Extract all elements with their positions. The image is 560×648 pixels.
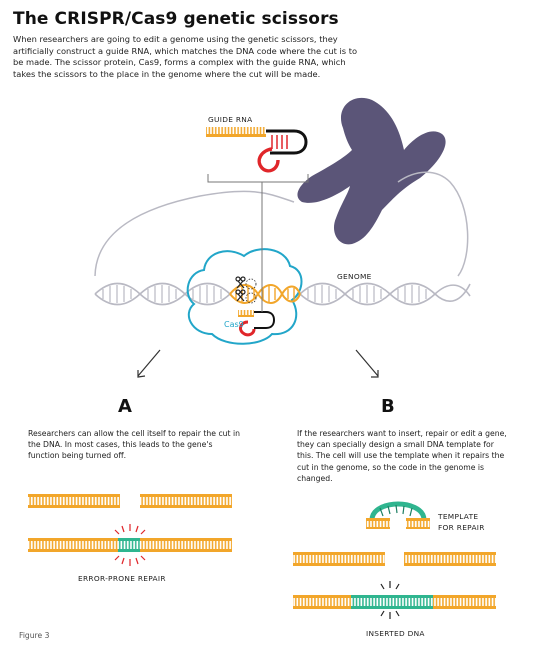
cas9-protein-outline [186, 248, 303, 345]
section-b-text: If the researchers want to insert, repai… [297, 429, 507, 483]
arrow-to-b-icon [355, 349, 379, 378]
scissors-icon [235, 289, 246, 302]
repaired-dna-a [28, 538, 232, 552]
insert-spark-icon [380, 581, 400, 619]
cut-dna-b [293, 552, 496, 566]
figure-caption: Figure 3 [19, 631, 50, 640]
section-a-text: Researchers can allow the cell itself to… [28, 429, 241, 461]
template-label-line2: FOR REPAIR [438, 523, 485, 532]
genome-label: GENOME [337, 272, 372, 281]
cas9-label: Cas9 [224, 320, 244, 329]
scissors-icon [235, 276, 246, 289]
guide-rna-in-cas9 [238, 310, 276, 337]
section-a-heading: A [118, 396, 132, 417]
cut-site-marker [245, 292, 257, 304]
guide-rna-diagram [206, 127, 308, 173]
inserted-dna-label: INSERTED DNA [366, 629, 425, 638]
cut-site-marker [245, 278, 257, 290]
target-dna-helix [229, 284, 301, 304]
genome-loop [94, 171, 469, 277]
edited-dna-b [293, 595, 496, 609]
template-label-line1: TEMPLATE [438, 512, 479, 521]
guide-rna-label: GUIDE RNA [208, 115, 253, 124]
guide-rna-bracket [207, 174, 309, 312]
genome-helix [94, 282, 471, 306]
error-prone-repair-label: ERROR-PRONE REPAIR [78, 574, 166, 583]
chromosome [297, 97, 446, 245]
repair-spark-icon [114, 524, 146, 566]
arrow-to-a-icon [137, 349, 161, 378]
section-b-heading: B [381, 396, 395, 417]
repair-template [366, 501, 430, 529]
genome-rungs [102, 285, 427, 303]
page-title: The CRISPR/Cas9 genetic scissors [13, 9, 339, 29]
cut-dna-a [28, 494, 232, 508]
intro-paragraph: When researchers are going to edit a gen… [13, 34, 358, 79]
